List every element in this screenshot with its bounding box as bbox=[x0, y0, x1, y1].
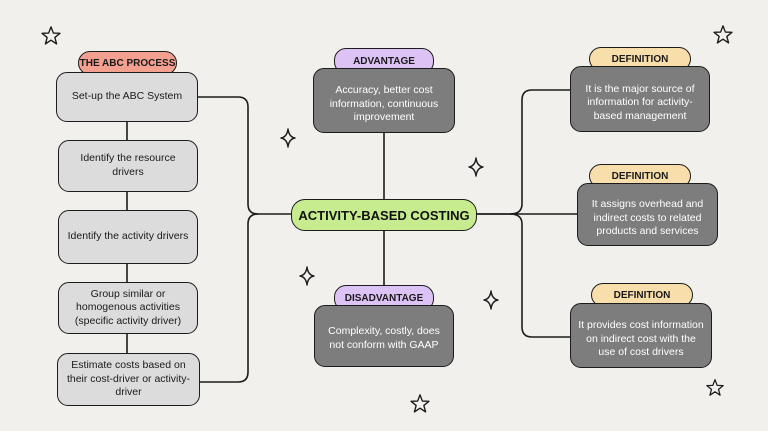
process-title-pill: THE ABC PROCESS bbox=[78, 51, 177, 75]
connector-central-to-definition-1 bbox=[476, 89, 572, 215]
star-outline-icon bbox=[713, 25, 733, 44]
star-outline-icon bbox=[706, 379, 724, 396]
definition-3-box: It provides cost information on indirect… bbox=[570, 303, 712, 368]
sparkle-icon bbox=[483, 290, 499, 310]
process-step-1: Set-up the ABC System bbox=[56, 72, 198, 122]
connector-central-to-definition-3 bbox=[509, 213, 570, 338]
process-step-2: Identify the resource drivers bbox=[58, 140, 198, 192]
connector-central-to-process-bottom bbox=[200, 213, 259, 383]
process-step-5: Estimate costs based on their cost-drive… bbox=[57, 353, 200, 406]
sparkle-icon bbox=[299, 266, 315, 286]
advantage-box: Accuracy, better cost information, conti… bbox=[313, 68, 455, 133]
sparkle-icon bbox=[468, 157, 484, 177]
definition-2-box: It assigns overhead and indirect costs t… bbox=[577, 183, 718, 246]
central-node: ACTIVITY-BASED COSTING bbox=[291, 199, 477, 231]
star-outline-icon bbox=[410, 394, 430, 413]
definition-1-box: It is the major source of information fo… bbox=[570, 66, 710, 132]
disadvantage-box: Complexity, costly, does not conform wit… bbox=[314, 305, 454, 367]
sparkle-icon bbox=[280, 128, 296, 148]
connector-central-to-process bbox=[198, 96, 292, 215]
process-step-3: Identify the activity drivers bbox=[58, 210, 198, 264]
process-step-4: Group similar or homogenous activities (… bbox=[58, 282, 198, 334]
star-outline-icon bbox=[41, 26, 61, 45]
